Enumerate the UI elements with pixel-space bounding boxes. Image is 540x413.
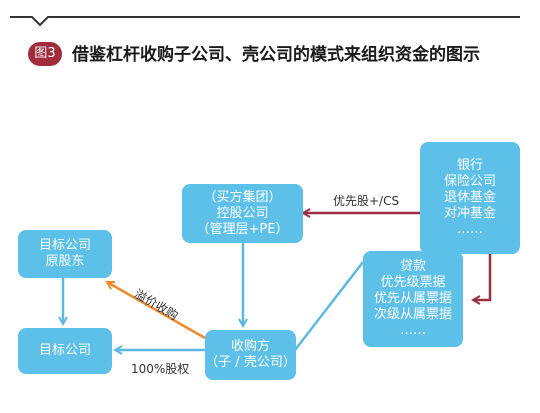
box-target-original-shareholders: 目标公司 原股东 [18,230,112,278]
line-loans-to-acquirer [294,261,364,351]
box-buyer-group: （买方集团） 控股公司 （管理层+PE） [182,184,303,243]
box-banks-insurers: 银行 保险公司 退休基金 对冲基金 …… [420,142,520,254]
header-decoration [10,16,520,27]
box-loans-notes: 贷款 优先级票据 优先从属票据 次级从属票据 …… [363,251,463,347]
label-preferred-stock: 优先股+/CS [333,194,400,208]
arrow-premium-acquisition [107,280,206,340]
page-title: 借鉴杠杆收购子公司、壳公司的模式来组织资金的图示 [72,45,480,65]
box-acquirer: 收购方 （子 / 壳公司） [205,330,296,380]
arrow-banks-loans [473,254,490,300]
box-target-company: 目标公司 [18,328,112,374]
figure-badge: 图3 [28,42,62,66]
label-100-equity: 100%股权 [131,362,190,376]
